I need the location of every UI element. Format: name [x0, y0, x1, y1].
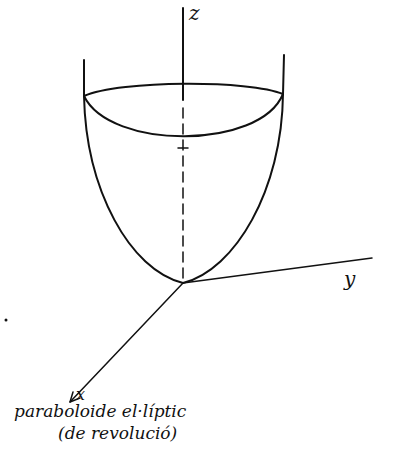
- stray-dot: [5, 319, 8, 322]
- rim-extension: [283, 55, 284, 94]
- x-axis: [70, 283, 183, 402]
- paraboloid-profile: [84, 94, 283, 283]
- y-axis: [183, 258, 372, 283]
- axis-label: z: [189, 2, 200, 24]
- axis-label: x: [76, 386, 85, 404]
- axis-tick: [178, 147, 188, 149]
- caption-note: paraboloide el·líptic: [14, 402, 186, 421]
- rim-extension: [83, 60, 85, 96]
- rim-front: [84, 94, 283, 136]
- axis-label: y: [344, 268, 355, 290]
- caption-note: (de revolució): [58, 424, 177, 443]
- rim-back: [84, 84, 283, 96]
- z-axis-hidden: [182, 108, 184, 283]
- z-axis: [182, 8, 184, 100]
